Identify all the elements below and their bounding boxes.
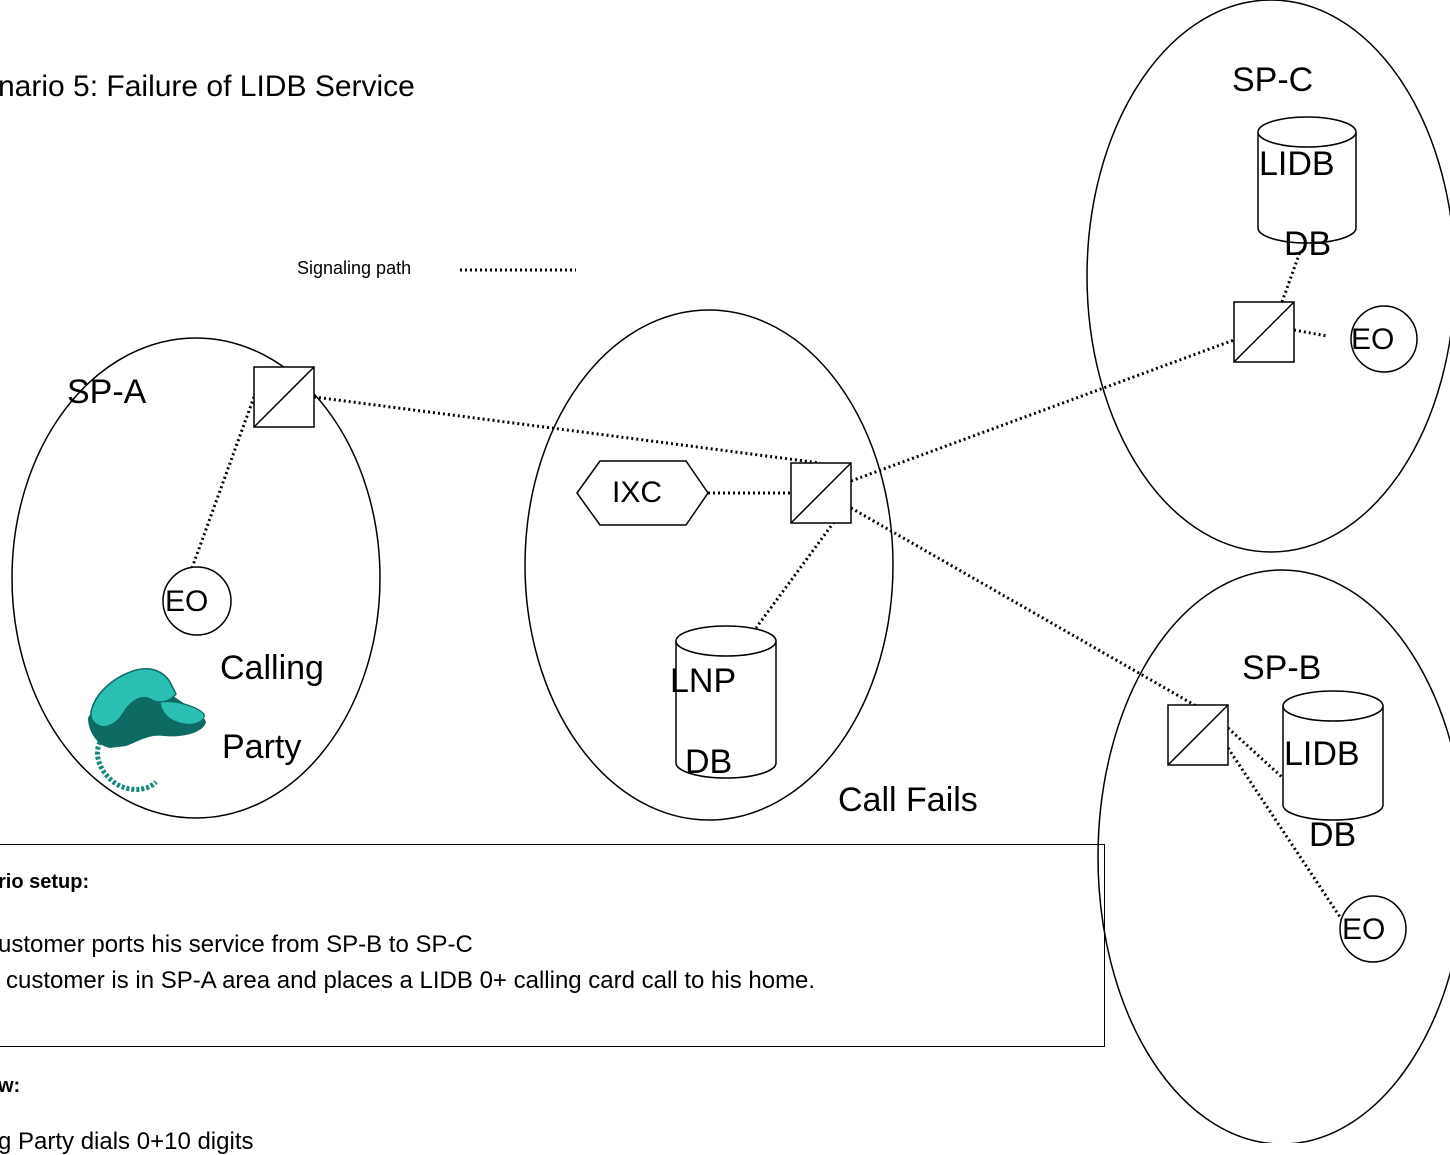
eo-b-circle xyxy=(1339,895,1407,963)
lidb-b-label-line1: LIDB xyxy=(1284,735,1360,773)
page-title: nario 5: Failure of LIDB Service xyxy=(0,70,415,103)
scenario-setup-line-1: ustomer ports his service from SP-B to S… xyxy=(0,931,473,958)
region-sp-b-ellipse xyxy=(1097,569,1450,1143)
region-label-sp-b: SP-B xyxy=(1242,649,1322,687)
region-sp-c-ellipse xyxy=(1086,0,1450,553)
eo-a-circle xyxy=(162,566,232,636)
signaling-path-legend-label: Signaling path xyxy=(297,258,412,278)
signal-stp-c-to-eo-c xyxy=(1293,328,1328,338)
lnp-db-cylinder xyxy=(675,625,777,779)
signaling-paths xyxy=(190,251,1344,921)
stp-switch-sp-b xyxy=(1167,704,1229,766)
flow-heading: w: xyxy=(0,1075,21,1097)
lnp-db-label-line1: LNP xyxy=(670,662,737,700)
calling-party-label-line1: Calling xyxy=(220,649,324,687)
lidb-b-label-line2: DB xyxy=(1309,816,1357,854)
signal-stp-b-to-lidb-b xyxy=(1226,726,1285,780)
lidb-c-cylinder xyxy=(1257,116,1357,244)
scenario-setup-heading: rio setup: xyxy=(0,871,90,893)
signal-stp-ixc-to-lnp xyxy=(754,521,836,629)
stp-switch-ixc xyxy=(790,462,852,524)
lidb-c-label-line2: DB xyxy=(1284,225,1332,263)
eo-c-circle xyxy=(1350,305,1418,373)
lidb-c-label-line1: LIDB xyxy=(1259,145,1335,183)
region-ixc-ellipse xyxy=(524,309,894,821)
signal-stp-b-to-eo-b xyxy=(1226,747,1344,921)
region-label-sp-c: SP-C xyxy=(1232,61,1314,99)
signal-eo-a-to-stp-a xyxy=(190,396,256,569)
stp-switch-sp-a xyxy=(253,366,315,428)
stp-switch-sp-c xyxy=(1233,301,1295,363)
scenario-setup-line-2: customer is in SP-A area and places a LI… xyxy=(6,967,816,994)
signal-stp-c-to-lidb-c xyxy=(1280,251,1302,303)
ixc-hexagon xyxy=(576,460,709,526)
eo-b-label: EO xyxy=(1342,913,1386,946)
signal-stp-ixc-to-stp-b xyxy=(850,506,1199,709)
lidb-b-cylinder xyxy=(1282,690,1384,821)
region-label-sp-a: SP-A xyxy=(67,373,147,411)
telephone-icon xyxy=(88,668,206,792)
lnp-db-label-line2: DB xyxy=(685,743,733,781)
flow-line-1: g Party dials 0+10 digits xyxy=(0,1128,254,1155)
calling-party-label-line2: Party xyxy=(222,728,302,766)
signal-stp-ixc-to-stp-c xyxy=(850,338,1235,483)
eo-c-label: EO xyxy=(1351,323,1395,356)
ixc-label: IXC xyxy=(612,476,663,509)
scenario-setup-box xyxy=(0,844,1105,1047)
signal-stp-a-to-stp-ixc xyxy=(313,395,821,465)
region-sp-a-ellipse xyxy=(11,337,381,819)
call-fails-label: Call Fails xyxy=(838,781,978,819)
eo-a-label: EO xyxy=(165,585,209,618)
